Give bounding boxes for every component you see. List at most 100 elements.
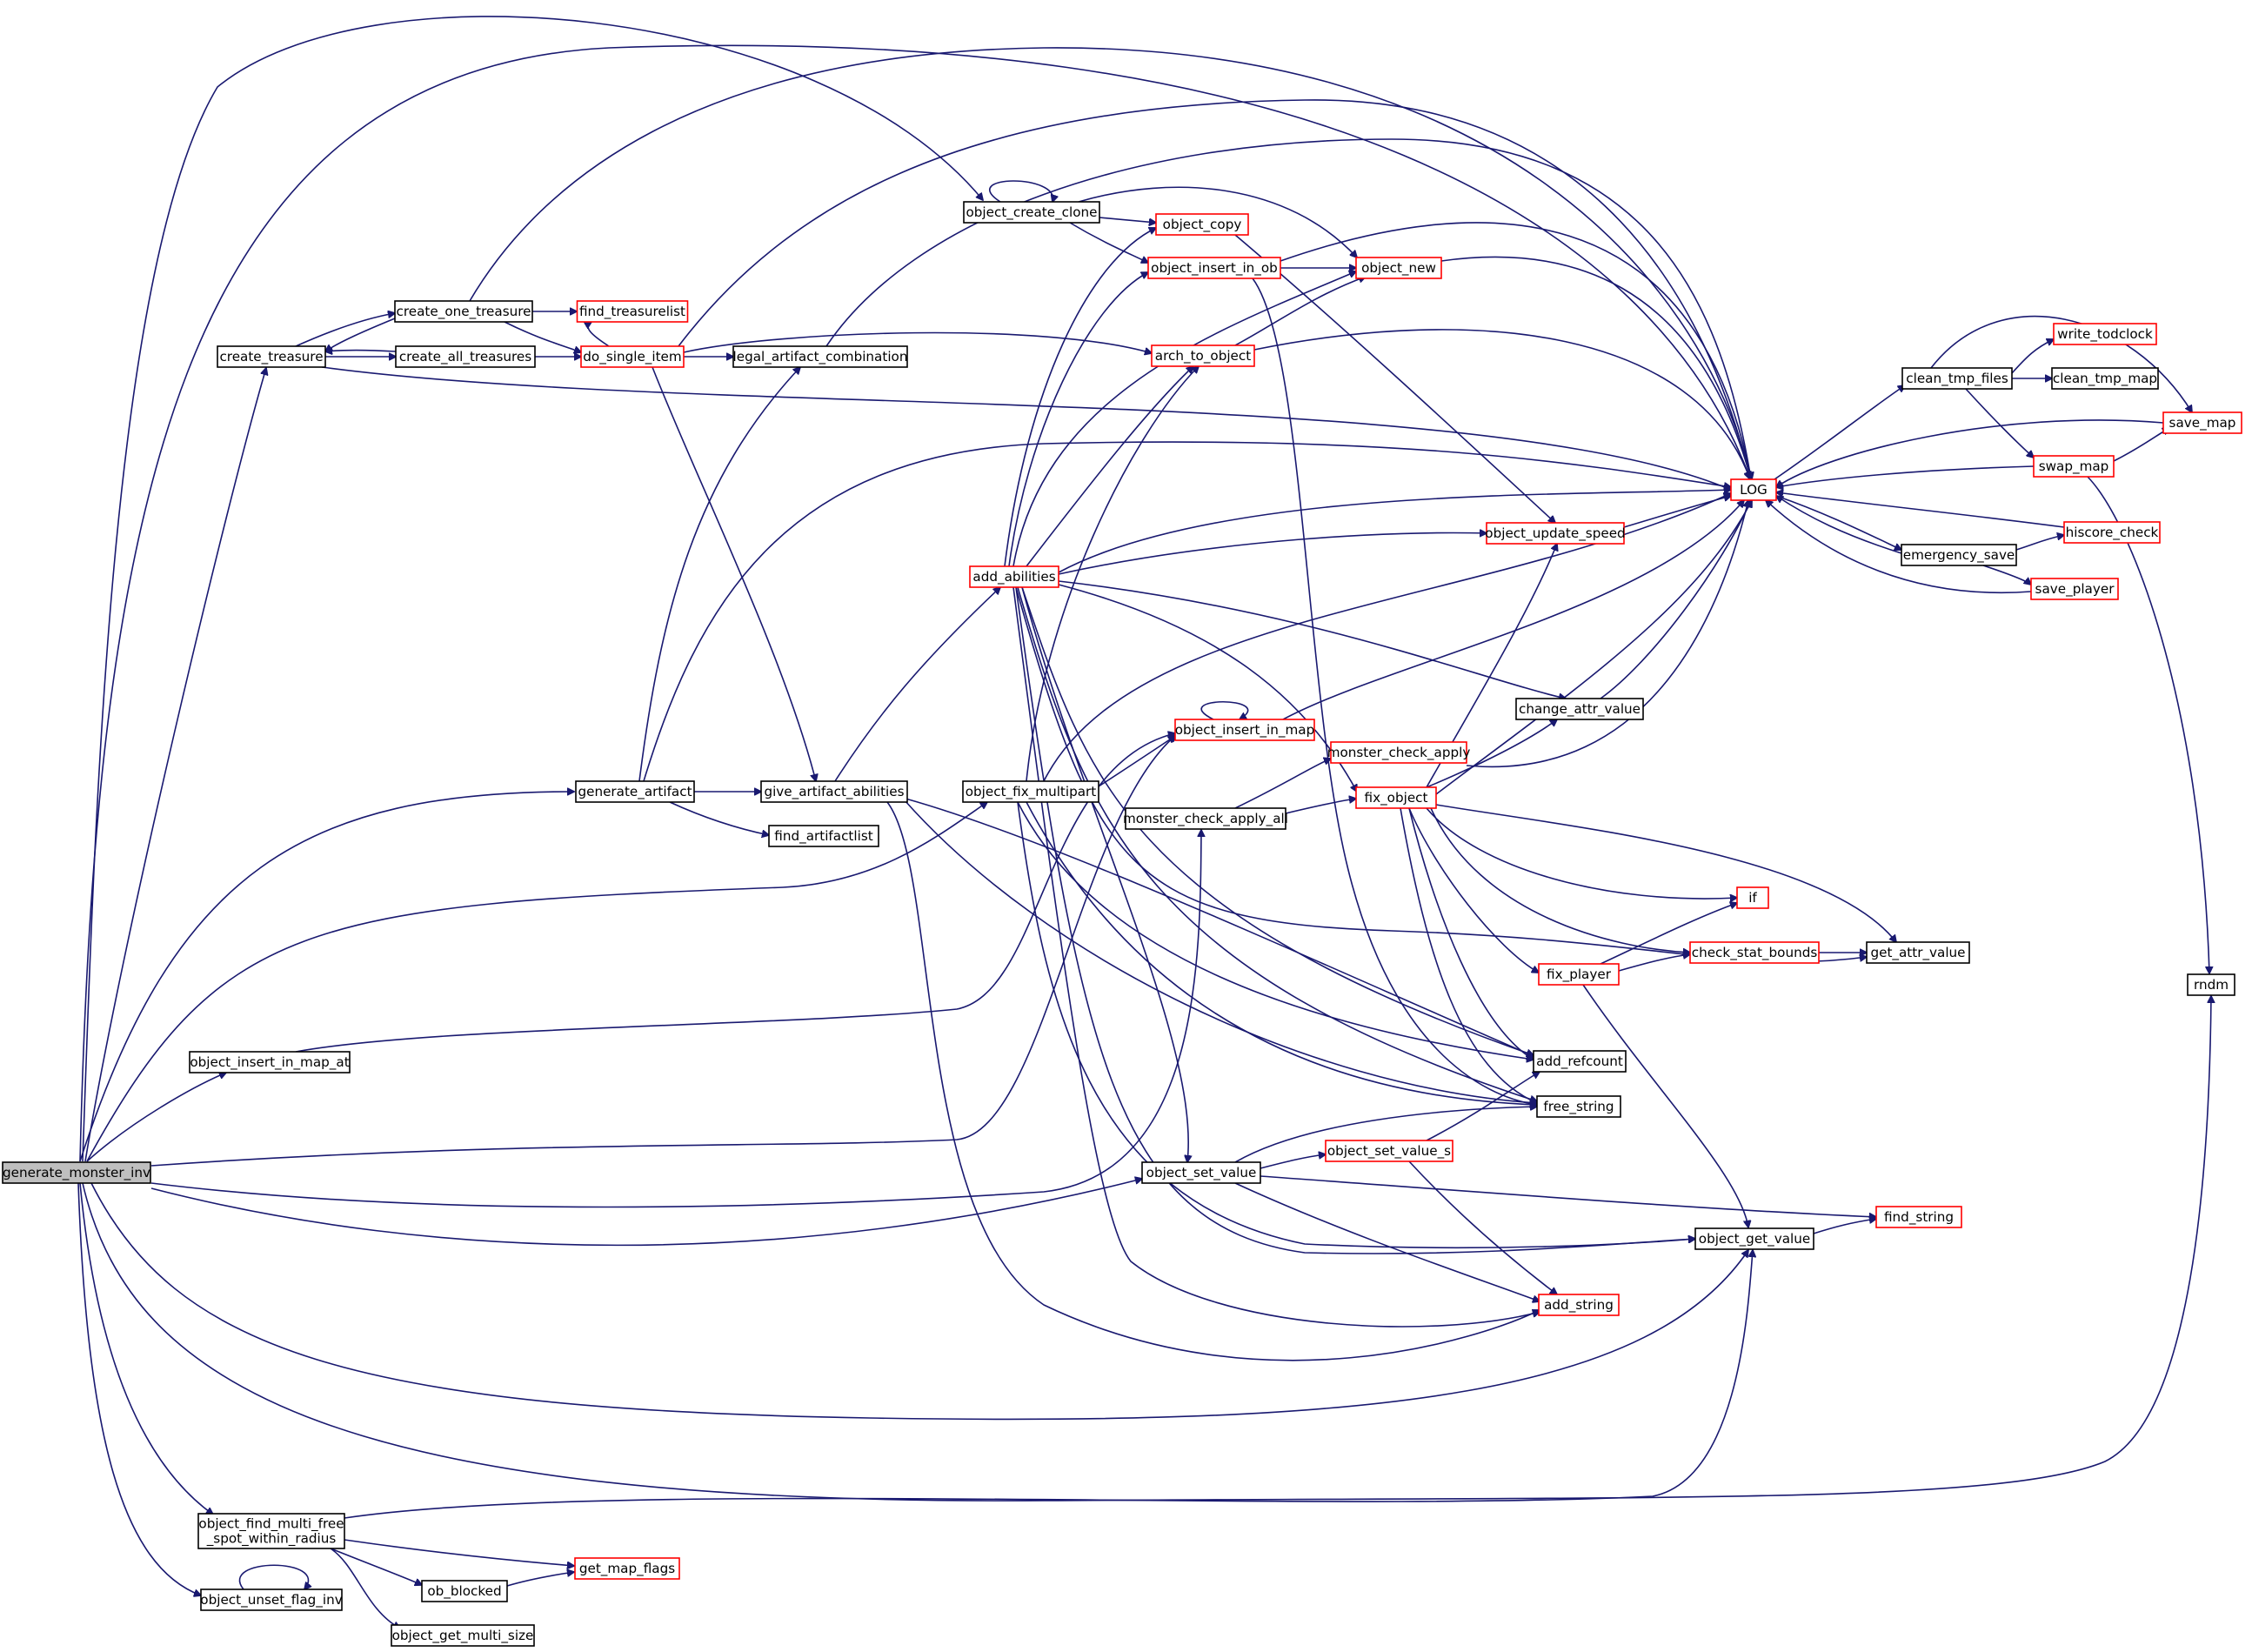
node-get_map_flags[interactable]: get_map_flags (574, 1557, 680, 1580)
node-object_find_multi_free_spot_within_radius[interactable]: object_find_multi_free_spot_within_radiu… (197, 1513, 345, 1549)
node-monster_check_apply_all[interactable]: monster_check_apply_all (1123, 807, 1288, 830)
node-object_insert_in_ob[interactable]: object_insert_in_ob (1147, 257, 1281, 279)
node-object_get_value[interactable]: object_get_value (1694, 1227, 1814, 1250)
edge-swap_map-to-rndm (2087, 476, 2209, 973)
edge-line (86, 1073, 226, 1162)
edge-swap_map-to-save_map (2113, 428, 2169, 462)
node-object_copy[interactable]: object_copy (1155, 213, 1249, 236)
edge-line (886, 801, 1540, 1361)
edge-line (1426, 807, 1737, 899)
node-clean_tmp_map[interactable]: clean_tmp_map (2051, 367, 2159, 390)
node-change_attr_value[interactable]: change_attr_value (1515, 698, 1644, 720)
edge-do_single_item-to-arch_to_object (683, 331, 1152, 353)
node-save_player[interactable]: save_player (2030, 578, 2119, 600)
node-free_string[interactable]: free_string (1536, 1095, 1621, 1118)
node-generate_monster_inv[interactable]: generate_monster_inv (2, 1161, 151, 1184)
edge-fix_player-to-if (1600, 903, 1737, 965)
edge-emergency_save-to-save_player (1982, 565, 2031, 585)
node-object_new[interactable]: object_new (1355, 257, 1442, 279)
node-do_single_item[interactable]: do_single_item (580, 345, 685, 368)
node-arch_to_object[interactable]: arch_to_object (1151, 344, 1255, 367)
edge-line (1282, 500, 1744, 720)
node-fix_player[interactable]: fix_player (1538, 963, 1620, 986)
edge-object_fix_multipart-to-object_insert_in_map (1098, 736, 1175, 787)
node-write_todclock[interactable]: write_todclock (2053, 323, 2157, 345)
edge-LOG-to-emergency_save (1775, 495, 1901, 550)
node-emergency_save[interactable]: emergency_save (1901, 544, 2017, 566)
node-generate_artifact[interactable]: generate_artifact (575, 780, 695, 803)
node-label: get_map_flags (579, 1561, 675, 1577)
node-clean_tmp_files[interactable]: clean_tmp_files (1901, 367, 2013, 390)
node-fix_object[interactable]: fix_object (1355, 786, 1437, 809)
edge-object_set_value_s-to-add_string (1408, 1160, 1557, 1294)
edge-line (1426, 1072, 1540, 1141)
node-box (575, 780, 695, 803)
edge-generate_monster_inv-to-object_set_value (150, 1179, 1142, 1247)
node-rndm[interactable]: rndm (2187, 973, 2235, 996)
node-create_treasure[interactable]: create_treasure (217, 345, 326, 368)
node-find_treasurelist[interactable]: find_treasurelist (576, 300, 689, 323)
edge-fix_object-to-change_attr_value (1426, 719, 1557, 788)
edge-generate_artifact-to-LOG (643, 441, 1731, 782)
edge-line (1776, 492, 2065, 528)
node-check_stat_bounds[interactable]: check_stat_bounds (1689, 941, 1820, 964)
node-add_refcount[interactable]: add_refcount (1533, 1050, 1627, 1073)
node-find_artifactlist[interactable]: find_artifactlist (768, 825, 879, 847)
node-label: arch_to_object (1155, 348, 1251, 365)
node-LOG[interactable]: LOG (1730, 478, 1777, 501)
node-create_all_treasures[interactable]: create_all_treasures (395, 345, 536, 368)
node-ob_blocked[interactable]: ob_blocked (421, 1580, 508, 1602)
edge-save_player-to-LOG (1766, 500, 2032, 594)
node-create_one_treasure[interactable]: create_one_treasure (394, 300, 533, 323)
edge-line (77, 1182, 201, 1595)
edge-line (82, 996, 2211, 1502)
edge-add_abilities-to-object_insert_in_ob (1008, 272, 1148, 567)
node-box (760, 780, 908, 803)
node-if[interactable]: if (1736, 886, 1769, 909)
edge-object_insert_in_map-to-object_insert_in_map (1200, 700, 1249, 719)
node-give_artifact_abilities[interactable]: give_artifact_abilities (760, 780, 908, 803)
edge-object_find_multi_free_spot_within_radius-to-object_get_value (344, 1250, 1753, 1519)
edge-emergency_save-to-hiscore_check (2015, 535, 2064, 551)
edge-add_abilities-to-object_get_value (1015, 586, 1695, 1254)
node-object_insert_in_map[interactable]: object_insert_in_map (1174, 719, 1315, 741)
edge-line (1466, 500, 1748, 768)
edge-give_artifact_abilities-to-add_string (886, 801, 1540, 1361)
node-hiscore_check[interactable]: hiscore_check (2063, 521, 2161, 544)
node-add_string[interactable]: add_string (1538, 1294, 1620, 1316)
node-label: rndm (2194, 977, 2229, 993)
node-object_fix_multipart[interactable]: object_fix_multipart (962, 780, 1099, 803)
node-object_update_speed[interactable]: object_update_speed (1485, 522, 1626, 545)
node-object_insert_in_map_at[interactable]: object_insert_in_map_at (189, 1051, 351, 1073)
node-legal_artifact_combination[interactable]: legal_artifact_combination (732, 345, 908, 368)
node-label: clean_tmp_map (2053, 371, 2157, 387)
edge-clean_tmp_files-to-write_todclock (2011, 339, 2054, 374)
edge-line (1766, 500, 2032, 594)
node-save_map[interactable]: save_map (2162, 411, 2242, 434)
node-swap_map[interactable]: swap_map (2033, 455, 2115, 478)
edge-fix_object-to-check_stat_bounds (1430, 807, 1690, 953)
edge-line (1774, 385, 1905, 480)
node-object_set_value_s[interactable]: object_set_value_s (1325, 1140, 1453, 1162)
node-object_get_multi_size[interactable]: object_get_multi_size (391, 1624, 535, 1647)
edge-monster_check_apply_all-to-monster_check_apply (1234, 759, 1331, 809)
edge-line (86, 802, 987, 1162)
edge-line (1623, 496, 1731, 528)
node-label: _spot_within_radius (206, 1531, 337, 1548)
edge-add_abilities-to-change_attr_value (1058, 580, 1566, 699)
node-find_string[interactable]: find_string (1875, 1206, 1962, 1228)
node-box (1901, 544, 2017, 566)
edge-fix_player-to-object_get_value (1582, 984, 1748, 1227)
node-object_unset_flag_inv[interactable]: object_unset_flag_inv (200, 1588, 343, 1611)
node-label: object_insert_in_ob (1151, 260, 1278, 277)
edge-line (1058, 490, 1731, 573)
node-label: hiscore_check (2066, 525, 2159, 541)
node-label: clean_tmp_files (1906, 371, 2008, 387)
edge-line (1600, 903, 1737, 965)
edge-object_insert_in_ob-to-LOG (1280, 222, 1751, 479)
node-object_create_clone[interactable]: object_create_clone (963, 201, 1100, 224)
node-get_attr_value[interactable]: get_attr_value (1866, 941, 1970, 964)
node-monster_check_apply[interactable]: monster_check_apply (1327, 741, 1471, 764)
node-object_set_value[interactable]: object_set_value (1141, 1161, 1261, 1184)
node-add_abilities[interactable]: add_abilities (969, 565, 1059, 588)
